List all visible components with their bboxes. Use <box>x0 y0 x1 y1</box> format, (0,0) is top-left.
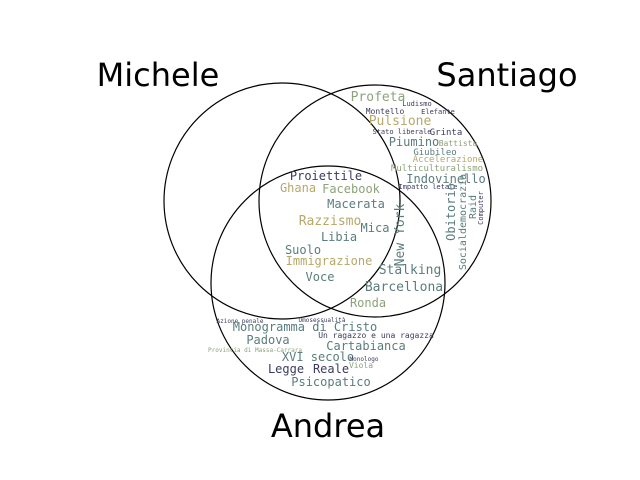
set-label-andrea: Andrea <box>271 407 385 445</box>
set-label-santiago: Santiago <box>436 56 577 94</box>
word-santiago: Montello <box>366 107 405 116</box>
word-andrea: Cartabianca <box>326 339 405 353</box>
word-all-three: Suolo <box>285 243 321 257</box>
word-andrea: Psicopatico <box>291 375 370 389</box>
word-santiago: Giubileo <box>413 148 456 158</box>
word-all-three: Macerata <box>327 197 385 211</box>
word-andrea: Legge <box>268 362 304 376</box>
word-santiago: Piumino <box>389 135 440 149</box>
word-all-three: Ghana <box>280 181 316 195</box>
word-santiago-andrea: Ronda <box>350 296 386 310</box>
word-santiago: Accelerazione <box>413 155 483 165</box>
word-all-three: Libia <box>321 230 357 244</box>
word-all-three: Voce <box>306 270 335 284</box>
word-santiago: Raid <box>468 195 479 219</box>
set-circle-michele <box>163 82 401 320</box>
word-santiago-andrea: Stalking <box>379 263 442 278</box>
word-andrea: Azione penale <box>217 318 264 325</box>
word-andrea: XVI secolo <box>282 350 354 364</box>
word-all-three: Proiettile <box>290 169 362 183</box>
word-santiago: Stato liberale <box>372 128 431 136</box>
set-circle-andrea <box>210 165 446 401</box>
word-santiago: Battista <box>439 139 478 148</box>
word-andrea: Omosessualità <box>299 317 346 324</box>
word-santiago: Grinta <box>430 128 463 138</box>
word-santiago: Multiculturalismo <box>391 164 483 174</box>
word-santiago: Ludismo <box>402 100 432 108</box>
word-all-three: Razzismo <box>299 214 362 229</box>
word-andrea: Reale <box>313 362 349 376</box>
word-andrea: Monologo <box>350 356 379 363</box>
word-santiago: Socialdemocrazia <box>458 174 469 270</box>
word-santiago: Profeta <box>351 90 406 105</box>
word-santiago: Elefante <box>421 108 455 116</box>
word-all-three: Mica <box>361 221 390 235</box>
word-santiago: Obitorio <box>444 183 458 241</box>
word-andrea: Monogramma di Cristo <box>233 320 378 334</box>
set-circle-santiago <box>258 84 492 318</box>
set-label-michele: Michele <box>97 56 220 94</box>
word-santiago: Indovinello <box>406 172 485 186</box>
word-andrea: Un ragazzo e una ragazza <box>318 331 434 340</box>
word-andrea: Viola <box>349 361 373 370</box>
word-santiago: Pulsione <box>369 114 432 129</box>
word-all-three: Immigrazione <box>286 254 373 268</box>
word-andrea: Provincia di Massa-Carrara <box>208 347 302 354</box>
word-santiago-andrea: New York <box>393 204 408 267</box>
word-all-three: Facebook <box>322 182 381 196</box>
word-santiago: Computer <box>477 191 485 225</box>
word-andrea: Padova <box>246 333 289 347</box>
word-santiago: Impatto letale <box>398 183 457 191</box>
word-santiago-andrea: Barcellona <box>365 280 443 295</box>
